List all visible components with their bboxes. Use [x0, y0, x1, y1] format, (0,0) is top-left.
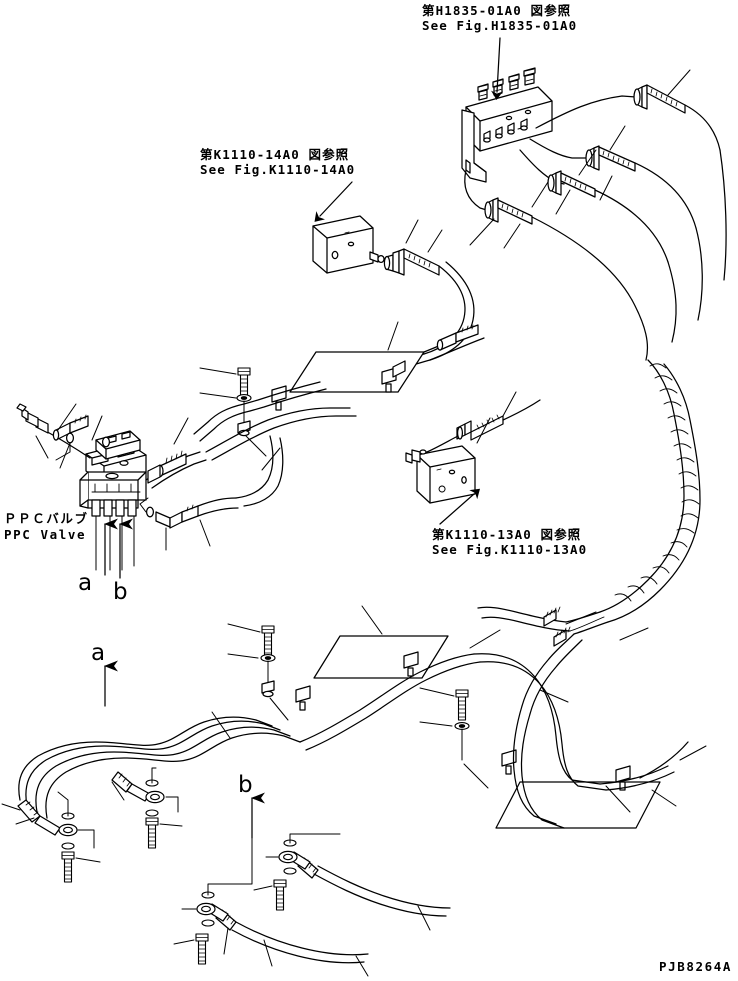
- hose-protector-sleeve: [495, 781, 661, 829]
- ppc-valve: [79, 430, 147, 517]
- hose-protector-sleeve: [313, 635, 449, 679]
- reference-label-en: See Fig.K1110-14A0: [200, 162, 356, 177]
- hose-assembly: [535, 84, 727, 281]
- reference-label-jp: 第K1110-14A0 図参照: [200, 147, 350, 162]
- washer: [260, 653, 276, 663]
- section-letter-a-bottom: a: [91, 640, 106, 666]
- reference-label-jp: 第H1835-01A0 図参照: [422, 3, 572, 18]
- banjo-eye-fitting: [17, 799, 78, 850]
- mounting-bracket: [405, 435, 476, 504]
- hose-assembly: [147, 407, 357, 484]
- hose-assembly: [473, 653, 631, 791]
- hose-assembly: [456, 399, 541, 441]
- reference-label-en: See Fig.K1110-13A0: [432, 542, 588, 557]
- clamp: [261, 680, 275, 698]
- hex-bolt: [273, 879, 287, 911]
- hose-assembly: [519, 149, 677, 343]
- hex-bolt: [455, 689, 469, 721]
- drawing-number: PJB8264A: [659, 959, 733, 974]
- hose-bundle-split: [477, 606, 609, 715]
- manifold-block: [461, 67, 553, 183]
- hose-assembly: [18, 716, 301, 819]
- hose-assembly: [235, 435, 284, 507]
- reference-label-k1110-14a0: 第K1110-14A0 図参照 See Fig.K1110-14A0: [200, 147, 355, 177]
- hose-assembly: [464, 169, 649, 361]
- banjo-eye-fitting: [278, 839, 319, 879]
- washer: [236, 393, 252, 403]
- reference-arrow-k1110-13a0: [439, 488, 480, 525]
- hex-bolt: [195, 933, 209, 965]
- section-letter-b-bottom: b: [238, 772, 253, 798]
- hose-assembly: [512, 705, 565, 829]
- hose-assembly: [295, 651, 481, 751]
- section-letter-b-top: b: [113, 579, 128, 605]
- coupling: [436, 324, 479, 351]
- hex-bolt: [61, 851, 75, 883]
- ppc-valve-label-en: PPC Valve: [4, 527, 87, 542]
- reference-label-k1110-13a0: 第K1110-13A0 図参照 See Fig.K1110-13A0: [432, 527, 587, 557]
- reference-arrow-k1110-14a0: [314, 181, 353, 222]
- hose-assembly: [193, 351, 431, 442]
- hose-assembly: [529, 138, 703, 321]
- mounting-bracket: [312, 215, 385, 274]
- spiral-wrapped-hose-bundle: [599, 359, 701, 623]
- banjo-eye-fitting: [111, 771, 165, 817]
- washer: [454, 721, 470, 731]
- hex-bolt: [237, 367, 251, 399]
- hex-bolt: [145, 817, 159, 849]
- reference-arrow-h1835: [491, 37, 504, 100]
- ppc-valve-label: ＰＰＣバルブ PPC Valve: [4, 511, 89, 543]
- ppc-valve-label-jp: ＰＰＣバルブ: [4, 511, 89, 526]
- banjo-eye-fitting: [196, 891, 237, 931]
- hex-bolt: [261, 625, 275, 657]
- reference-label-h1835-01a0: 第H1835-01A0 図参照 See Fig.H1835-01A0: [422, 3, 577, 33]
- elbow-fitting: [155, 497, 239, 529]
- reference-label-jp: 第K1110-13A0 図参照: [432, 527, 582, 542]
- reference-label-en: See Fig.H1835-01A0: [422, 18, 578, 33]
- section-letter-a-top: a: [78, 570, 93, 596]
- hose-assembly: [383, 248, 475, 361]
- hose-assembly: [599, 741, 689, 791]
